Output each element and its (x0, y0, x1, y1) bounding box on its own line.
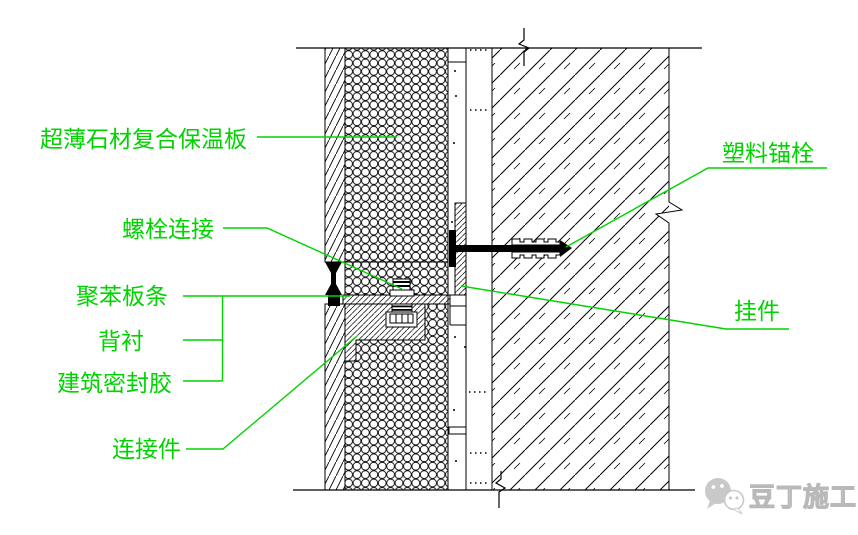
insulation-upper (344, 47, 449, 263)
label-bolt-connection: 螺栓连接 (122, 217, 214, 243)
bottom-break-mark (494, 471, 507, 508)
leader-plastic-anchor (565, 167, 827, 248)
adhesive-dab (448, 426, 467, 435)
structural-wall (491, 48, 684, 490)
label-connector: 连接件 (112, 437, 181, 463)
hanger-anchor-assembly (449, 202, 572, 297)
mortar-dots (469, 49, 490, 484)
anchor-sleeve-top (511, 238, 561, 246)
connector-screw-upper (389, 278, 415, 297)
label-sealant: 建筑密封胶 (57, 371, 172, 397)
label-hanger: 挂件 (734, 299, 780, 325)
anchor-tip (560, 240, 572, 257)
joint-spacer (449, 294, 467, 307)
stone-facing-lower (324, 303, 346, 491)
watermark-logo-icon (705, 478, 745, 515)
connector-bracket (385, 303, 418, 328)
sealant-backing-wedge (325, 262, 342, 295)
callout-labels: 超薄石材复合保温板 螺栓连接 聚苯板条 背衬 建筑密封胶 连接件 塑料锚栓 挂件 (40, 127, 814, 463)
leader-hanger (460, 285, 789, 330)
watermark-brand-text: 豆丁施工 (749, 482, 857, 513)
top-break-mark (517, 28, 531, 66)
label-composite-panel: 超薄石材复合保温板 (40, 127, 247, 153)
label-backing: 背衬 (98, 329, 144, 355)
panel-joint-assembly (325, 261, 453, 362)
watermark: 豆丁施工 (705, 478, 857, 515)
wall-right-edge-break (654, 48, 684, 490)
upper-composite-panel (324, 47, 449, 263)
leader-bolt-connection (223, 227, 403, 290)
label-plastic-anchor: 塑料锚栓 (722, 141, 814, 167)
leader-lines (183, 136, 827, 450)
stone-facing-upper (324, 47, 346, 263)
sealant-foot (328, 295, 340, 306)
label-eps-strip: 聚苯板条 (76, 284, 168, 310)
anchor-sleeve-bottom (511, 251, 561, 259)
spot-dots (451, 70, 466, 462)
anchor-flange (449, 230, 456, 267)
leader-connector (186, 335, 358, 450)
anchor-shaft (456, 245, 562, 252)
boundary-lines (293, 28, 702, 508)
adhesive-cavity-layers (447, 47, 490, 490)
